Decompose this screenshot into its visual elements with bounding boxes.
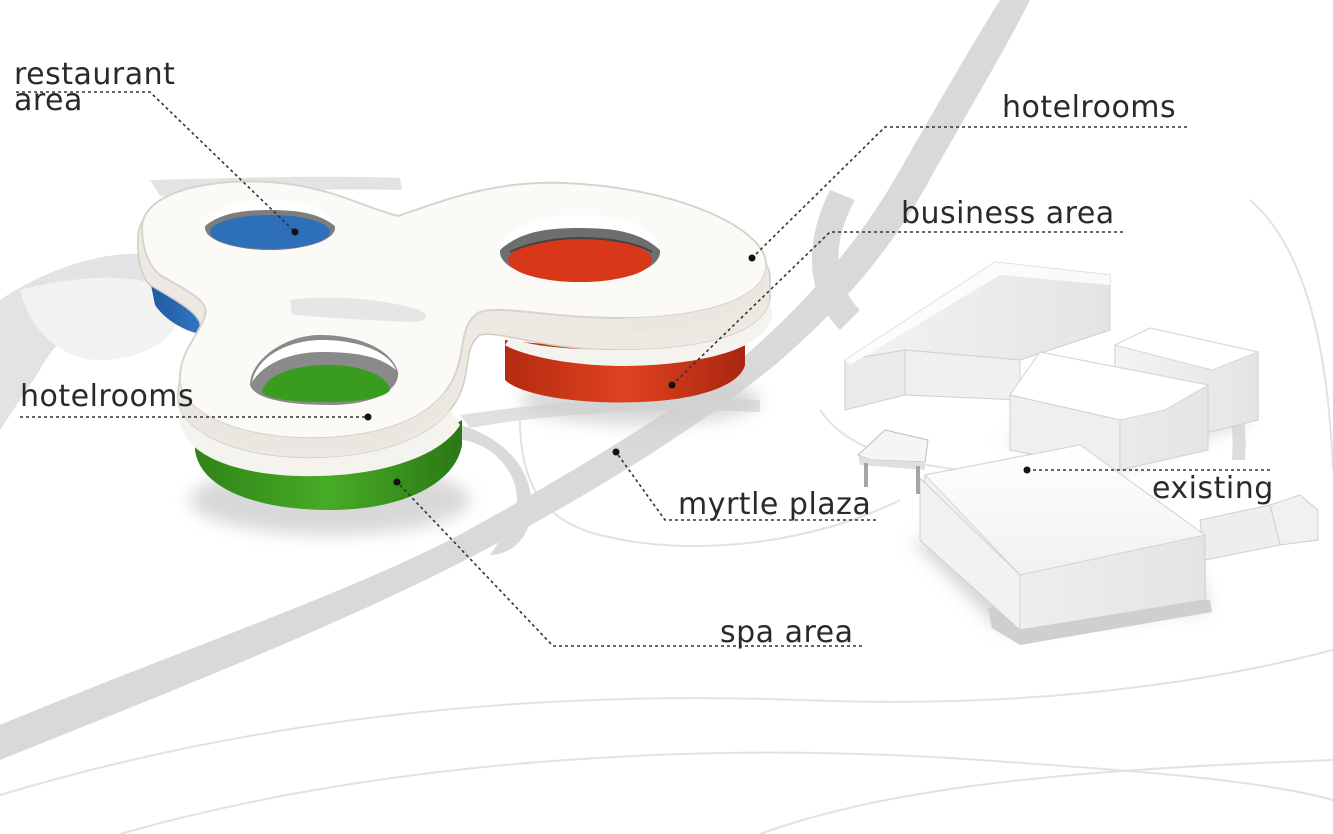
hotel-building [137, 180, 772, 510]
loop-road [440, 420, 532, 555]
main-road [0, 0, 1030, 760]
leader-endpoints [291, 228, 1031, 486]
label-restaurant-area: restaurant area [14, 57, 176, 118]
label-spa-area: spa area [720, 615, 854, 650]
leader-restaurant [16, 91, 296, 233]
label-hotelrooms-left: hotelrooms [20, 379, 195, 414]
courtyard-restaurant [205, 200, 335, 250]
courtyard-business [500, 215, 660, 282]
pavilion [857, 429, 929, 494]
label-myrtle-plaza: myrtle plaza [678, 487, 872, 522]
existing-block-4 [919, 444, 1212, 645]
leader-myrtle [615, 451, 876, 521]
leader-business [671, 231, 1123, 386]
existing-annex [1199, 494, 1319, 561]
label-hotelrooms-top: hotelrooms [1002, 90, 1177, 125]
label-restaurant-line2: area [14, 83, 83, 118]
existing-block-3 [1009, 351, 1210, 471]
courtyard-spa [250, 335, 399, 405]
existing-block-1 [844, 261, 1111, 412]
label-restaurant-line1: restaurant [14, 57, 176, 92]
service-road [811, 190, 860, 330]
leader-spa [396, 481, 862, 647]
leader-hotelrooms-top [751, 126, 1187, 259]
leader-lines [16, 91, 1270, 647]
label-existing: existing [1152, 471, 1274, 506]
hotel-inner-plaza [290, 297, 426, 322]
existing-buildings [844, 261, 1319, 645]
label-business-area: business area [901, 196, 1115, 231]
